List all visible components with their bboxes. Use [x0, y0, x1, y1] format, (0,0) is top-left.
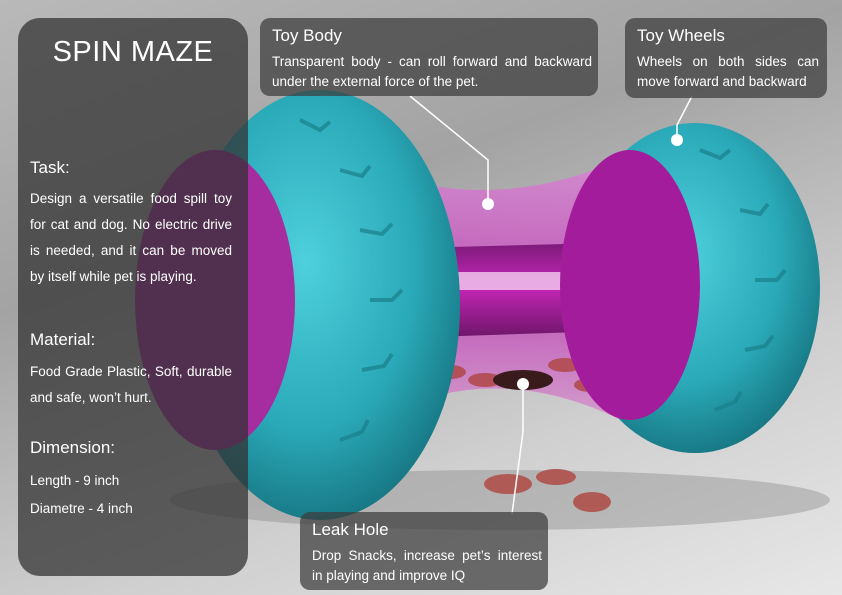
- dimension-diameter: Diametre - 4 inch: [30, 501, 133, 516]
- toy-wheels-marker: [671, 134, 683, 146]
- task-heading: Task:: [30, 158, 70, 177]
- callout-toy-body-title: Toy Body: [272, 26, 342, 45]
- brand-title: SPIN MAZE: [52, 36, 214, 68]
- callout-leak-hole: Leak Hole Drop Snacks, increase pet’s in…: [300, 512, 548, 590]
- dimension-length: Length - 9 inch: [30, 473, 120, 488]
- callout-toy-wheels-text: Wheels on both sides can move forward an…: [637, 54, 819, 89]
- dimension-heading: Dimension:: [30, 438, 116, 457]
- tread-pattern: [299, 118, 787, 442]
- callout-leak-hole-title: Leak Hole: [312, 520, 389, 539]
- callout-toy-wheels-title: Toy Wheels: [637, 26, 725, 45]
- info-panel: SPIN MAZE Task: Design a versatile food …: [18, 18, 248, 576]
- task-description: Design a versatile food spill toy for ca…: [30, 191, 232, 284]
- callout-toy-body: Toy Body Transparent body - can roll for…: [260, 18, 598, 96]
- toy-body-marker: [482, 198, 494, 210]
- snacks-on-floor: [484, 469, 611, 512]
- material-heading: Material:: [30, 330, 96, 349]
- callout-toy-wheels: Toy Wheels Wheels on both sides can move…: [625, 18, 827, 98]
- right-wheel-inner: [560, 150, 700, 420]
- callout-leak-hole-text: Drop Snacks, increase pet’s interest in …: [312, 548, 542, 583]
- callout-toy-body-text: Transparent body - can roll forward and …: [272, 54, 592, 89]
- material-description: Food Grade Plastic, Soft, durable and sa…: [30, 364, 232, 405]
- leak-hole-marker: [517, 378, 529, 390]
